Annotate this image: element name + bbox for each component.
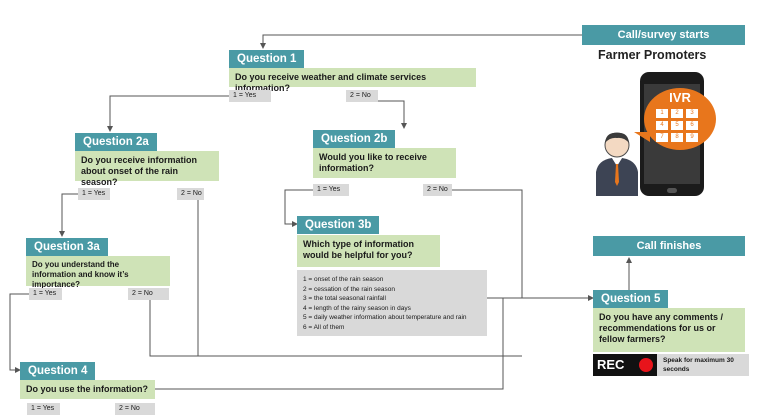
q3a-header: Question 3a <box>26 238 108 256</box>
q2a-header: Question 2a <box>75 133 157 151</box>
keypad: 1 2 3 4 5 6 7 8 9 <box>656 109 704 142</box>
keypad-key: 5 <box>671 121 683 130</box>
q5-header: Question 5 <box>593 290 669 308</box>
arrow-q1yes-to-q2a <box>107 95 229 132</box>
keypad-key: 4 <box>656 121 668 130</box>
call-finish-label: Call finishes <box>636 240 702 252</box>
q3b-option[interactable]: 4 = length of the rainy season in days <box>303 304 411 312</box>
q3a-question: Do you understand the information and kn… <box>26 256 170 289</box>
q4-yes-option[interactable]: 1 = Yes <box>27 403 60 415</box>
q1-question: Do you receive weather and climate servi… <box>229 68 476 93</box>
ivr-illustration: IVR 1 2 3 4 5 6 7 8 9 <box>594 64 720 196</box>
q3b-option[interactable]: 1 = onset of the rain season <box>303 276 384 283</box>
line-q4-to-q5 <box>155 298 504 390</box>
keypad-key: 8 <box>671 133 683 142</box>
q2b-question: Would you like to receive information? <box>313 148 456 178</box>
call-start-label: Call/survey starts <box>617 29 710 41</box>
line-q3ano <box>149 300 522 357</box>
q2a-yes-option[interactable]: 1 = Yes <box>78 188 110 200</box>
line-q2bno <box>452 189 523 298</box>
arrow-q2ayes-to-q3a <box>59 193 78 237</box>
farmer-person-icon <box>596 132 638 196</box>
record-label: REC <box>597 357 625 372</box>
q3b-option[interactable]: 5 = daily weather information about temp… <box>303 314 467 321</box>
q5-question: Do you have any comments / recommendatio… <box>593 308 745 352</box>
arrow-q3ayes-to-q4 <box>9 293 29 373</box>
q2b-yes-option[interactable]: 1 = Yes <box>313 184 349 196</box>
q2a-no-option[interactable]: 2 = No <box>177 188 204 200</box>
q2a-question: Do you receive information about onset o… <box>75 151 219 187</box>
q3b-options-list: 1 = onset of the rain season 2 = cessati… <box>297 270 487 336</box>
q2b-header: Question 2b <box>313 130 396 148</box>
q4-header: Question 4 <box>20 362 96 380</box>
keypad-key: 6 <box>686 121 698 130</box>
record-panel: REC Speak for maximum 30 seconds <box>593 354 749 376</box>
q3a-no-option[interactable]: 2 = No <box>128 288 169 300</box>
q1-text: Do you receive weather and climate servi… <box>235 72 427 93</box>
q4-question: Do you use the information? <box>20 380 155 399</box>
farmer-promoters-title: Farmer Promoters <box>598 48 707 62</box>
record-button[interactable]: REC <box>593 354 657 376</box>
q2b-no-option[interactable]: 2 = No <box>423 184 452 196</box>
record-note: Speak for maximum 30 seconds <box>663 357 734 373</box>
keypad-key: 2 <box>671 109 683 118</box>
q1-yes-option[interactable]: 1 = Yes <box>229 90 271 102</box>
q3b-option[interactable]: 6 = All of them <box>303 323 345 331</box>
record-dot-icon <box>639 358 653 372</box>
ivr-label: IVR <box>669 90 691 105</box>
line-q2ano <box>197 193 204 356</box>
q3b-question: Which type of information would be helpf… <box>297 235 440 267</box>
call-finish-banner: Call finishes <box>593 236 745 256</box>
arrow-q2byes-to-q3b <box>284 189 313 227</box>
q3a-text: Do you understand the information and kn… <box>32 260 129 289</box>
q4-text: Do you use the information? <box>26 384 149 394</box>
keypad-key: 1 <box>656 109 668 118</box>
q4-no-option[interactable]: 2 = No <box>115 403 155 415</box>
arrow-start-to-q1 <box>260 34 582 49</box>
q3b-option[interactable]: 3 = the total seasonal rainfall <box>303 295 386 302</box>
keypad-key: 9 <box>686 133 698 142</box>
q3b-text: Which type of information would be helpf… <box>303 239 414 260</box>
call-start-banner: Call/survey starts <box>582 25 745 45</box>
keypad-key: 7 <box>656 133 668 142</box>
q3b-option[interactable]: 2 = cessation of the rain season <box>303 285 395 293</box>
q1-no-option[interactable]: 2 = No <box>346 90 378 102</box>
keypad-key: 3 <box>686 109 698 118</box>
q5-text: Do you have any comments / recommendatio… <box>599 312 724 344</box>
arrow-q1no-to-q2b <box>378 100 407 129</box>
q1-header: Question 1 <box>229 50 305 68</box>
q3a-yes-option[interactable]: 1 = Yes <box>29 288 62 300</box>
q2b-text: Would you like to receive information? <box>319 152 427 173</box>
q3b-header: Question 3b <box>297 216 380 234</box>
q2a-text: Do you receive information about onset o… <box>81 155 198 187</box>
